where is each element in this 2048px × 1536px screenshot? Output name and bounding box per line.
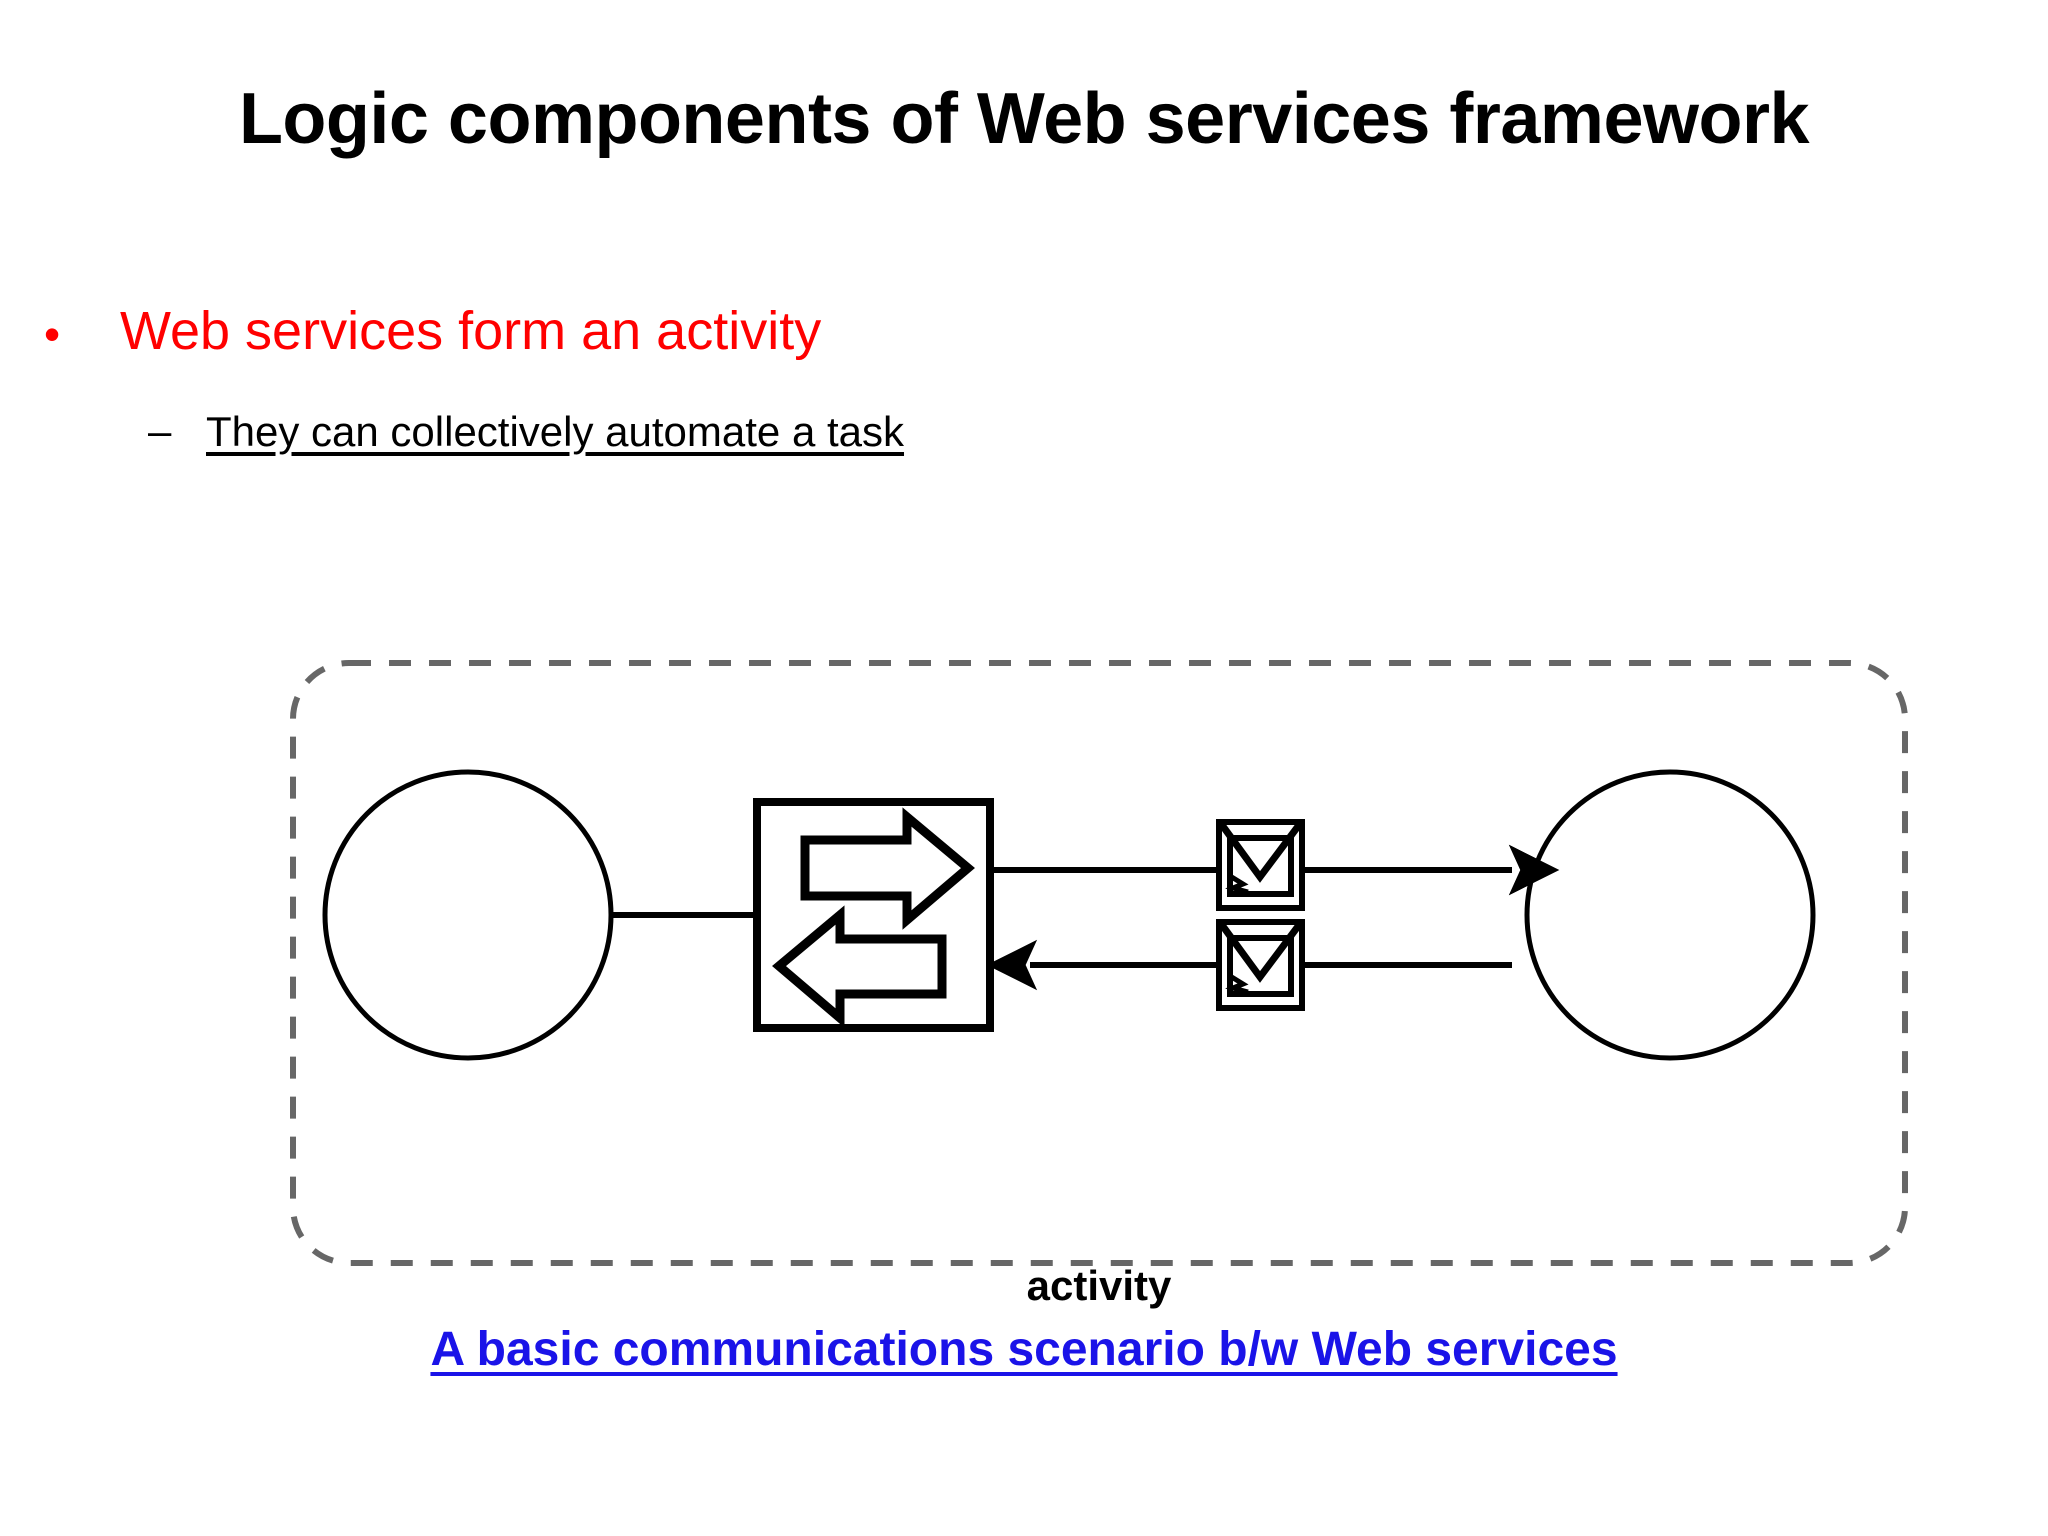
arrow-right-icon bbox=[800, 807, 975, 930]
arrowhead-right-icon-overlay bbox=[1508, 844, 1560, 896]
bullet-item-level2: – They can collectively automate a task bbox=[148, 407, 1548, 455]
incoming-message-envelope bbox=[1216, 919, 1305, 1011]
envelope-icon-flap bbox=[1219, 922, 1302, 983]
arrow-left-icon bbox=[772, 905, 947, 1028]
bullet-level2-label: They can collectively automate a task bbox=[206, 408, 905, 455]
envelope-icon-fold bbox=[1225, 973, 1249, 995]
outgoing-message-envelope bbox=[1216, 819, 1305, 911]
activity-boundary-label: activity bbox=[1027, 1262, 1172, 1309]
left-web-service-node bbox=[322, 769, 614, 1061]
right-web-service-node bbox=[1524, 769, 1816, 1061]
arrowhead-left-icon bbox=[986, 939, 1038, 991]
diagram-caption: A basic communications scenario b/w Web … bbox=[0, 1322, 2048, 1377]
envelope-icon-flap bbox=[1219, 822, 1302, 883]
bullet-marker-icon: • bbox=[44, 308, 61, 360]
communications-scenario-diagram: activity bbox=[0, 600, 2048, 1320]
bullet-level1-label: Web services form an activity bbox=[120, 301, 822, 361]
dash-marker-icon: – bbox=[148, 407, 172, 454]
bullet-item-level1: • Web services form an activity bbox=[44, 303, 1444, 360]
page-title: Logic components of Web services framewo… bbox=[238, 79, 1810, 159]
envelope-icon-fold bbox=[1225, 873, 1249, 895]
caption-link[interactable]: A basic communications scenario b/w Web … bbox=[430, 1323, 1618, 1376]
